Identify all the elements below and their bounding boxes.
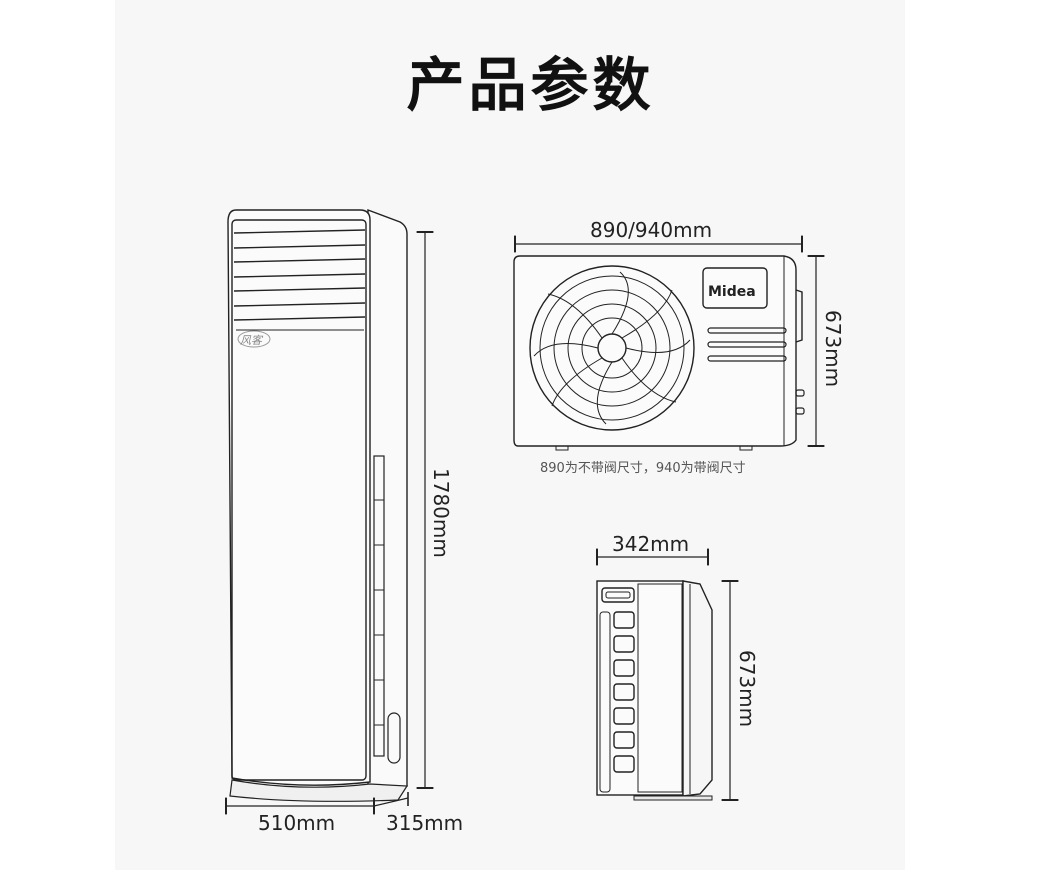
indoor-height-label: 1780mm bbox=[429, 468, 453, 558]
outdoor-width-label: 890/940mm bbox=[590, 218, 712, 242]
outdoor-height-label: 673mm bbox=[821, 310, 845, 387]
page-title: 产品参数 bbox=[406, 51, 655, 119]
brand-logo: Midea bbox=[708, 284, 756, 300]
outdoor-unit-front-drawing bbox=[513, 255, 805, 451]
indoor-depth-label: 315mm bbox=[386, 811, 463, 835]
indoor-unit-drawing bbox=[227, 208, 409, 802]
side-depth-label: 342mm bbox=[612, 532, 689, 556]
indoor-depth-dimension-line bbox=[373, 797, 409, 807]
outdoor-unit-side-drawing bbox=[596, 580, 713, 801]
indoor-width-label: 510mm bbox=[258, 811, 335, 835]
outdoor-size-note: 890为不带阀尺寸，940为带阀尺寸 bbox=[540, 461, 746, 476]
side-height-label: 673mm bbox=[735, 650, 759, 727]
indoor-badge-icon: 风客 bbox=[237, 330, 271, 348]
indoor-badge-text: 风客 bbox=[240, 334, 264, 347]
